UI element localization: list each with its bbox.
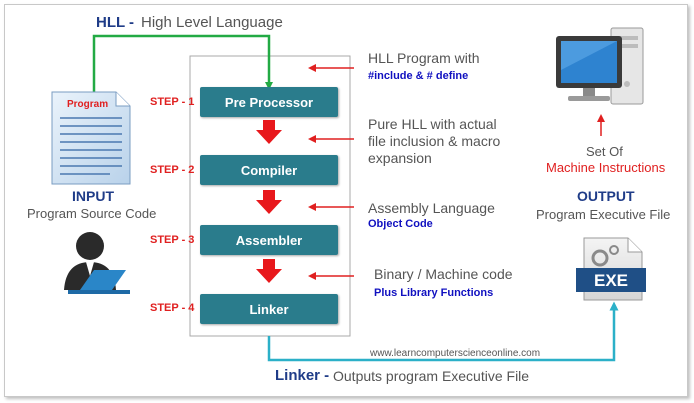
input-subtitle: Program Source Code [27, 206, 157, 221]
output-subtitle: Program Executive File [536, 207, 671, 222]
document-label: Program [67, 99, 109, 110]
linker-footer-description: Outputs program Executive File [333, 368, 530, 384]
hll-flow-arrow [92, 34, 273, 92]
step-label: STEP - 1 [150, 96, 195, 108]
set-of-label: Set Of [586, 144, 623, 159]
down-arrow-icon [256, 259, 282, 283]
step-arrows [256, 120, 282, 283]
step-label: STEP - 4 [150, 302, 195, 314]
note-text: HLL Program with [368, 50, 480, 66]
linker-box: Linker [200, 294, 338, 324]
exe-file-icon [576, 237, 646, 301]
note-text: Binary / Machine code [374, 266, 513, 282]
note-subtext: Plus Library Functions [374, 287, 494, 299]
note-text: Pure HLL with actual file inclusion & ma… [368, 116, 501, 166]
input-title: INPUT [72, 188, 114, 204]
step-label: STEP - 2 [150, 164, 195, 176]
note-subtext: Object Code [368, 218, 433, 230]
assembler-box: Assembler [200, 225, 338, 255]
compiler-box: Compiler [200, 155, 338, 185]
down-arrow-icon [256, 120, 282, 144]
computer-icon [556, 27, 644, 105]
down-arrow-icon [256, 190, 282, 214]
exe-label: EXE [593, 271, 629, 290]
hll-description: High Level Language [141, 14, 283, 31]
user-laptop-icon [64, 232, 130, 294]
diagram-frame [4, 4, 688, 397]
preprocessor-box: Pre Processor [200, 87, 338, 117]
machine-instructions-label: Machine Instructions [546, 160, 666, 175]
step-label: STEP - 3 [150, 234, 195, 246]
document-icon [51, 91, 131, 185]
website-url: www.learncomputerscienceonline.com [370, 348, 541, 359]
hll-label: HLL - [96, 14, 135, 31]
note-text: Assembly Language [368, 200, 495, 216]
note-pointers [308, 64, 605, 280]
output-title: OUTPUT [577, 188, 635, 204]
note-subtext: #include & # define [368, 70, 469, 82]
linker-footer-label: Linker - [275, 367, 330, 384]
linker-output-arrow [267, 301, 619, 362]
